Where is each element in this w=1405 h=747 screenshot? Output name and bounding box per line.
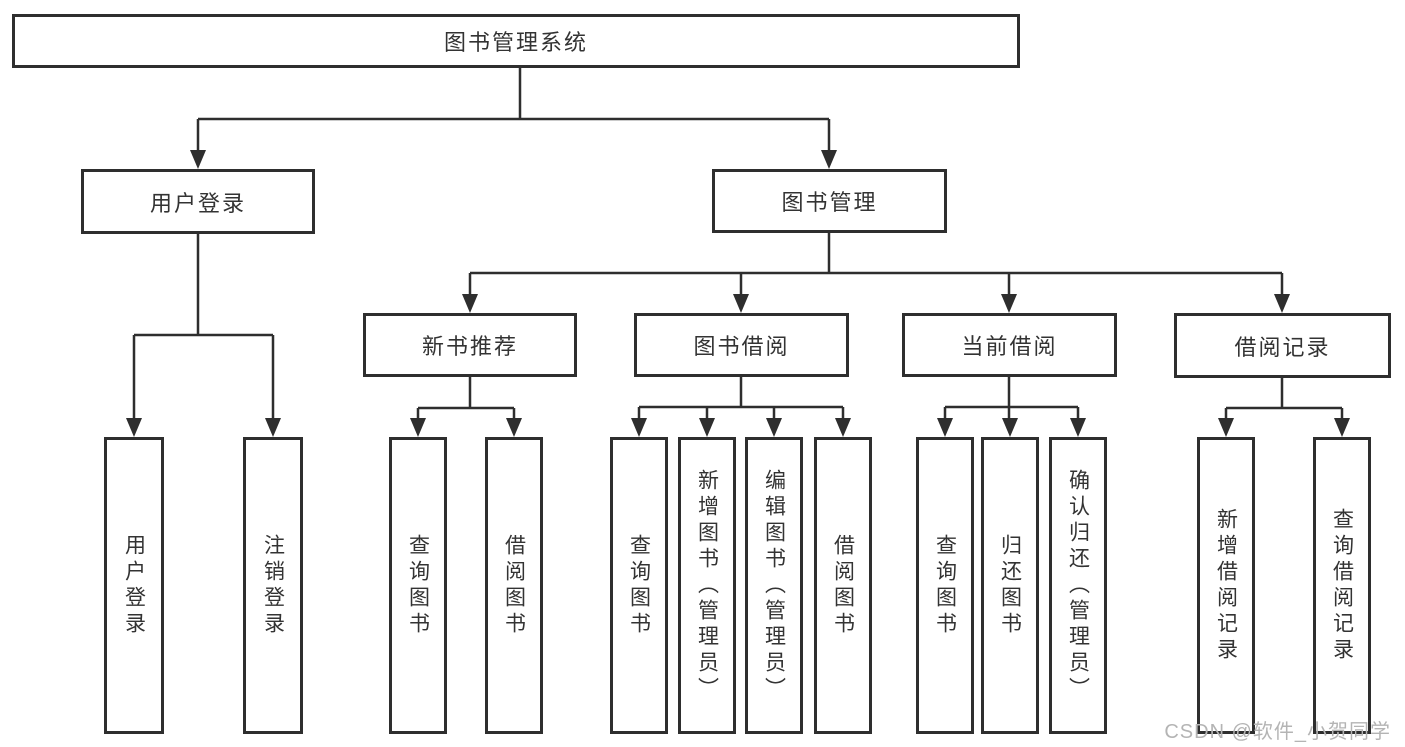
node-root: 图书管理系统	[12, 14, 1020, 68]
leaf-user-login: 用户登录	[104, 437, 164, 734]
connector-borrow-record	[1224, 377, 1344, 420]
node-new-book-recommend: 新书推荐	[363, 313, 577, 377]
node-book-management: 图书管理	[712, 169, 947, 233]
csdn-watermark: CSDN @软件_小贺同学	[1164, 721, 1391, 743]
leaf-query-books-recommend: 查询图书	[389, 437, 447, 734]
connector-current-borrow	[943, 377, 1080, 420]
leaf-edit-book-admin: 编辑图书（管理员）	[745, 437, 803, 734]
node-new-book-recommend-label: 新书推荐	[421, 334, 518, 359]
arrowheads	[126, 150, 1350, 437]
leaf-query-books-borrow-label: 查询图书	[627, 533, 651, 638]
leaf-query-books-current-label: 查询图书	[933, 533, 957, 638]
leaf-add-book-admin-label: 新增图书（管理员）	[695, 468, 719, 703]
node-book-management-label: 图书管理	[781, 190, 878, 215]
node-current-borrow-label: 当前借阅	[961, 334, 1058, 359]
leaf-confirm-return-admin-label: 确认归还（管理员）	[1066, 468, 1090, 703]
leaf-borrow-books-2-label: 借阅图书	[831, 533, 855, 638]
leaf-confirm-return-admin: 确认归还（管理员）	[1049, 437, 1107, 734]
leaf-borrow-books-recommend: 借阅图书	[485, 437, 543, 734]
node-borrow-record: 借阅记录	[1174, 313, 1391, 378]
leaf-borrow-books-recommend-label: 借阅图书	[502, 533, 526, 638]
leaf-add-book-admin: 新增图书（管理员）	[678, 437, 736, 734]
leaf-query-books-current: 查询图书	[916, 437, 974, 734]
node-user-login-label: 用户登录	[149, 190, 246, 216]
leaf-query-books-recommend-label: 查询图书	[406, 533, 430, 638]
node-book-borrow: 图书借阅	[634, 313, 849, 377]
leaf-logout-label: 注销登录	[261, 533, 285, 638]
connector-book-borrow	[637, 377, 845, 420]
connector-new-book	[416, 377, 516, 420]
connector-book-management	[468, 233, 1284, 296]
leaf-borrow-books-2: 借阅图书	[814, 437, 872, 734]
leaf-add-borrow-record-label: 新增借阅记录	[1214, 507, 1238, 664]
leaf-query-books-borrow: 查询图书	[610, 437, 668, 734]
node-borrow-record-label: 借阅记录	[1234, 334, 1331, 360]
leaf-add-borrow-record: 新增借阅记录	[1197, 437, 1255, 734]
node-user-login: 用户登录	[81, 169, 315, 234]
leaf-query-borrow-record-label: 查询借阅记录	[1330, 507, 1354, 664]
connector-user-login	[132, 234, 275, 420]
leaf-return-book: 归还图书	[981, 437, 1039, 734]
leaf-return-book-label: 归还图书	[998, 533, 1022, 638]
node-book-borrow-label: 图书借阅	[693, 334, 790, 359]
leaf-edit-book-admin-label: 编辑图书（管理员）	[762, 468, 786, 703]
leaf-user-login-label: 用户登录	[122, 533, 146, 638]
leaf-logout: 注销登录	[243, 437, 303, 734]
node-root-label: 图书管理系统	[443, 30, 588, 55]
node-current-borrow: 当前借阅	[902, 313, 1117, 377]
connector-root	[196, 68, 831, 152]
leaf-query-borrow-record: 查询借阅记录	[1313, 437, 1371, 734]
